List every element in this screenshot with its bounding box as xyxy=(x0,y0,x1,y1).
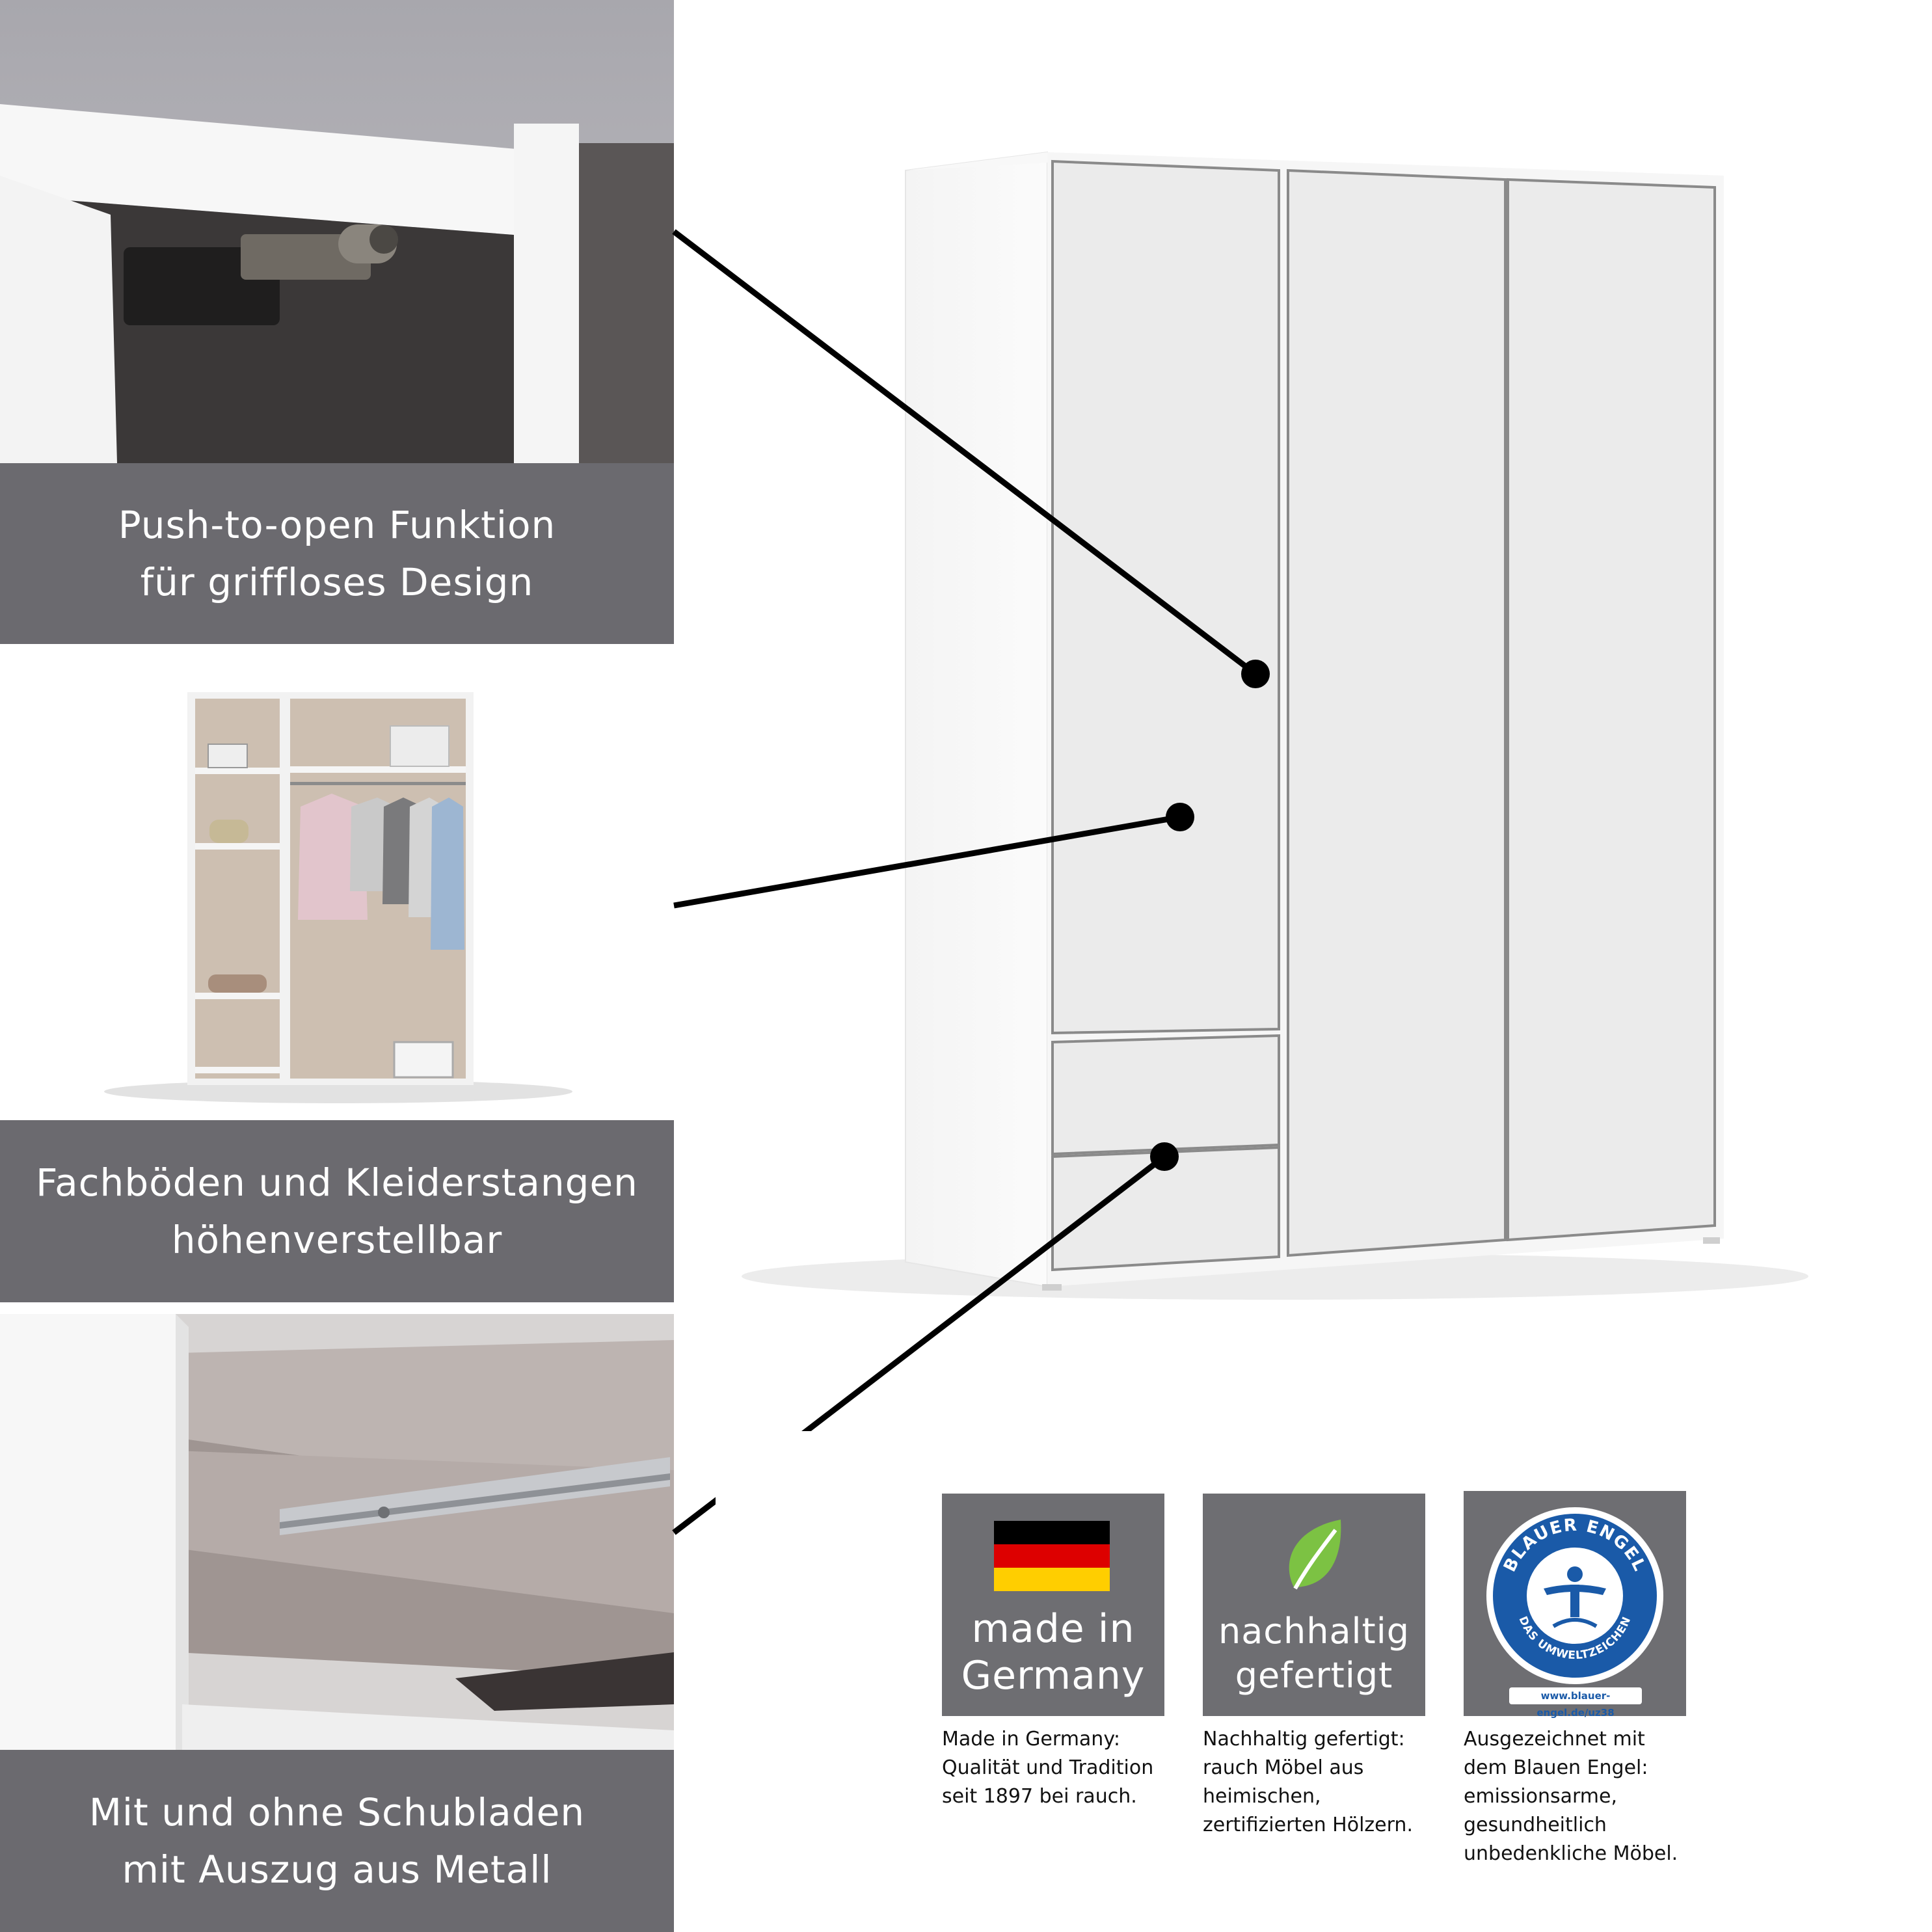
feature-caption-line: Fachböden und Kleiderstangen xyxy=(36,1161,638,1205)
badge-description-line: gesundheitlich xyxy=(1464,1814,1607,1836)
wardrobe-door-left xyxy=(1051,159,1280,1035)
pointer-dot-drawers xyxy=(1150,1142,1179,1171)
pointer-line-push-to-open xyxy=(672,229,1257,677)
blauer-engel-icon: BLAUER ENGEL DAS UMWELTZEICHEN xyxy=(1486,1507,1663,1684)
feature-caption-line: mit Auszug aus Metall xyxy=(122,1847,552,1892)
wardrobe-illustration xyxy=(672,151,1808,1431)
seal-url: www.blauer-engel.de/uz38 xyxy=(1509,1687,1642,1719)
wardrobe-drawer-upper xyxy=(1051,1034,1280,1156)
badge-description-made-in-germany: Made in Germany: Qualität und Tradition … xyxy=(942,1725,1189,1811)
wardrobe-door-middle xyxy=(1287,168,1507,1257)
wardrobe-door-right xyxy=(1507,178,1716,1242)
badge-description-line: Qualität und Tradition xyxy=(942,1756,1154,1779)
badge-description-line: Nachhaltig gefertigt: xyxy=(1203,1728,1405,1751)
badge-description-line: zertifizierten Hölzern. xyxy=(1203,1814,1413,1836)
pointer-line-shelves xyxy=(673,814,1181,909)
pointer-line-drawers-tail xyxy=(672,1497,716,1535)
badge-description-line: rauch Möbel aus xyxy=(1203,1756,1364,1779)
feature-caption-line: höhenverstellbar xyxy=(171,1218,503,1262)
badge-description-line: Made in Germany: xyxy=(942,1728,1120,1751)
badge-description-nachhaltig: Nachhaltig gefertigt: rauch Möbel aus he… xyxy=(1203,1725,1450,1840)
pointer-dot-push-to-open xyxy=(1241,660,1270,688)
badge-description-line: emissionsarme, xyxy=(1464,1785,1618,1808)
badge-label-line: made in xyxy=(971,1606,1135,1652)
feature-caption-drawers: Mit und ohne Schubladen mit Auszug aus M… xyxy=(0,1750,674,1932)
drawer-runner-photo xyxy=(0,1314,674,1750)
badge-description-line: Ausgezeichnet mit xyxy=(1464,1728,1645,1751)
wardrobe-interior-photo xyxy=(0,644,674,1120)
badge-label-line: Germany xyxy=(961,1653,1146,1698)
feature-caption-shelves: Fachböden und Kleiderstangen höhenverste… xyxy=(0,1120,674,1302)
feature-caption-line: Push-to-open Funktion xyxy=(118,503,556,547)
push-to-open-photo xyxy=(0,0,674,463)
badge-description-line: heimischen, xyxy=(1203,1785,1321,1808)
leaf-icon xyxy=(1289,1520,1341,1590)
feature-caption-line: Mit und ohne Schubladen xyxy=(88,1790,585,1834)
badge-description-line: unbedenkliche Möbel. xyxy=(1464,1842,1678,1865)
badge-made-in-germany: made in Germany xyxy=(942,1494,1164,1716)
badge-description-line: dem Blauen Engel: xyxy=(1464,1756,1648,1779)
badge-label-line: gefertigt xyxy=(1235,1655,1393,1696)
badge-description-blauer-engel: Ausgezeichnet mit dem Blauen Engel: emis… xyxy=(1464,1725,1711,1868)
seal-url-text: www.blauer-engel.de/uz38 xyxy=(1536,1690,1615,1719)
german-flag-icon xyxy=(994,1521,1110,1591)
pointer-dot-shelves xyxy=(1166,803,1194,831)
wardrobe-drawer-lower xyxy=(1051,1146,1280,1272)
pointer-line-drawers xyxy=(801,1154,1166,1431)
badge-blauer-engel: BLAUER ENGEL DAS UMWELTZEICHEN www.blaue… xyxy=(1464,1491,1686,1719)
badge-label-line: nachhaltig xyxy=(1218,1611,1410,1652)
feature-caption-push-to-open: Push-to-open Funktion für griffloses Des… xyxy=(0,463,674,644)
badge-description-line: seit 1897 bei rauch. xyxy=(942,1785,1137,1808)
badge-nachhaltig: nachhaltig gefertigt xyxy=(1203,1494,1425,1716)
feature-caption-line: für griffloses Design xyxy=(140,560,534,604)
